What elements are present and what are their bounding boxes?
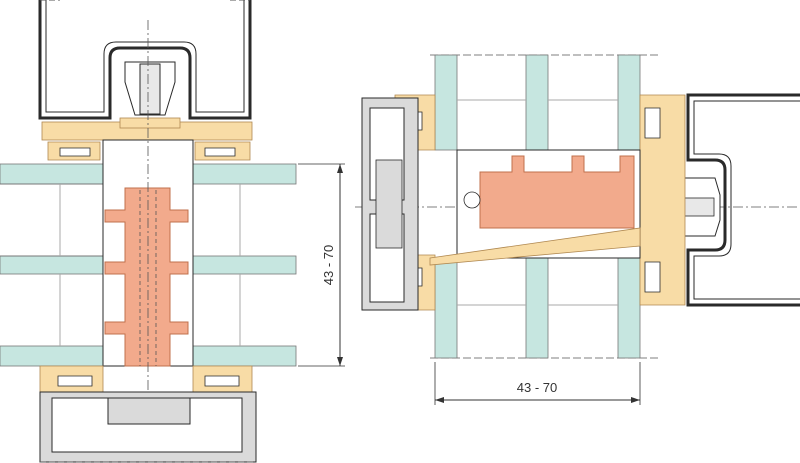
left-frame-profile — [38, 0, 252, 120]
left-section: 43 - 70 — [0, 0, 345, 463]
left-dimension-label: 43 - 70 — [321, 245, 336, 285]
right-glass-mid-lower — [525, 257, 549, 359]
left-glass-upper-right — [192, 163, 297, 185]
left-insulator — [104, 187, 189, 367]
left-glass-upper-left — [0, 163, 104, 185]
right-dimension-label: 43 - 70 — [517, 380, 557, 395]
right-glass-left-upper — [434, 54, 458, 151]
left-glass-lower-right — [192, 345, 297, 367]
right-section: 43 - 70 — [355, 54, 800, 405]
right-insulator — [479, 155, 635, 229]
left-glass-mid-left — [0, 255, 104, 275]
right-glass-right-upper — [617, 54, 641, 151]
right-glass-right-lower — [617, 257, 641, 359]
left-glass-lower-left — [0, 345, 104, 367]
right-wedge-gasket — [429, 227, 641, 266]
left-glass-mid-right — [192, 255, 297, 275]
right-glass-left-lower — [434, 257, 458, 359]
right-glass-mid-upper — [525, 54, 549, 151]
right-frame-profile — [686, 93, 800, 307]
